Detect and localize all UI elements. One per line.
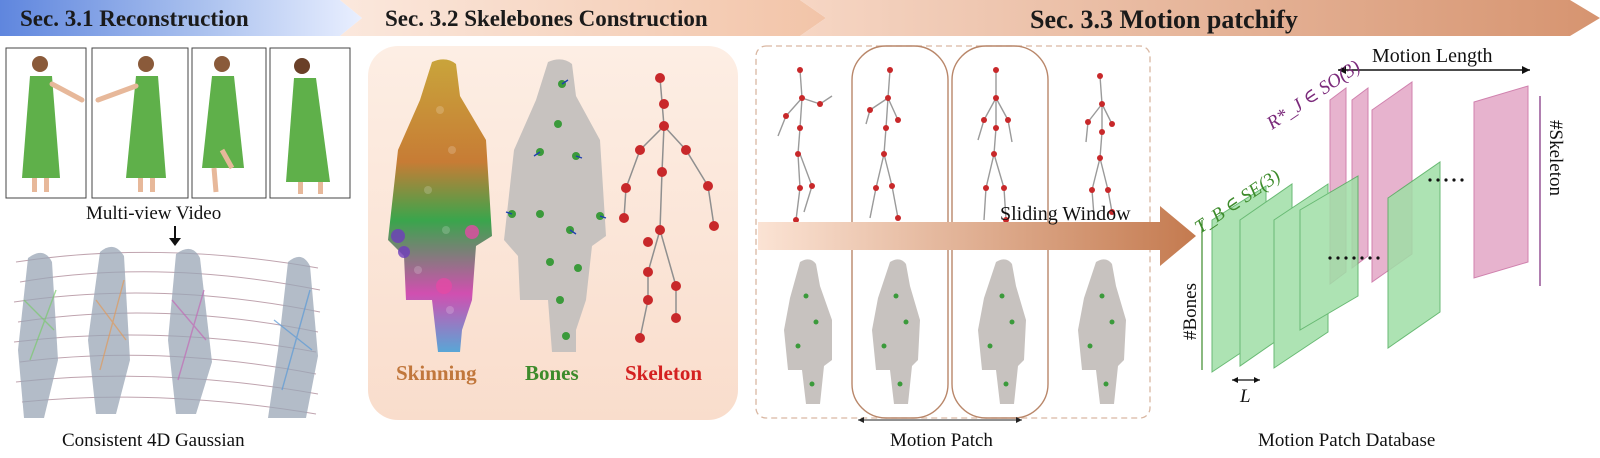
math-rj: R*_J ∈ SO(3) [1262,56,1364,134]
bones-figure [504,59,607,353]
window-length-marker: L [1232,377,1260,407]
patch-figures-bottom [784,259,1126,404]
person-frame-4 [286,58,330,194]
section-title-2: Sec. 3.2 Skelebones Construction [385,6,708,31]
sliding-window-arrow [758,206,1196,266]
label-skeleton-axis: #Skeleton [1545,120,1566,196]
person-frame-2 [95,56,166,192]
skinning-figure [388,59,492,353]
person-frame-3 [202,56,244,193]
green-slabs [1211,161,1441,373]
banner-sec31 [0,0,362,36]
person-frame-1 [22,56,85,192]
banner-sec32 [340,0,826,36]
skeleton-axis: #Skeleton [1539,96,1566,286]
section-title-3: Sec. 3.3 Motion patchify [1030,5,1298,34]
section-title-1: Sec. 3.1 Reconstruction [20,6,249,31]
ellipsis-dots [1328,178,1464,260]
skeleton-joints [619,73,719,343]
caption-gaussian: Consistent 4D Gaussian [62,430,245,451]
label-skinning: Skinning [396,361,477,385]
caption-motion-patch: Motion Patch [890,430,993,451]
motion-length-axis: Motion Length [1338,45,1530,74]
label-bones: Bones [525,361,579,385]
label-skeleton: Skeleton [625,361,702,385]
label-bones-axis: #Bones [1180,283,1201,340]
banner-sec33 [800,0,1600,36]
label-motion-length: Motion Length [1372,45,1493,67]
caption-multiview: Multi-view Video [86,203,221,224]
bones-axis: #Bones [1180,220,1203,370]
label-sliding-window: Sliding Window [1000,203,1131,225]
multiview-frames [5,47,351,199]
label-window-len: L [1239,386,1251,407]
skeleton-figure [623,77,715,339]
patch-joints-top [783,67,1115,223]
caption-database: Motion Patch Database [1258,430,1435,451]
section-banners: Sec. 3.1 Reconstruction Sec. 3.2 Skelebo… [0,0,1600,36]
patch-skeletons-top [777,69,1113,221]
patch-bone-markers [795,293,1115,387]
gaussian-region [13,246,321,418]
